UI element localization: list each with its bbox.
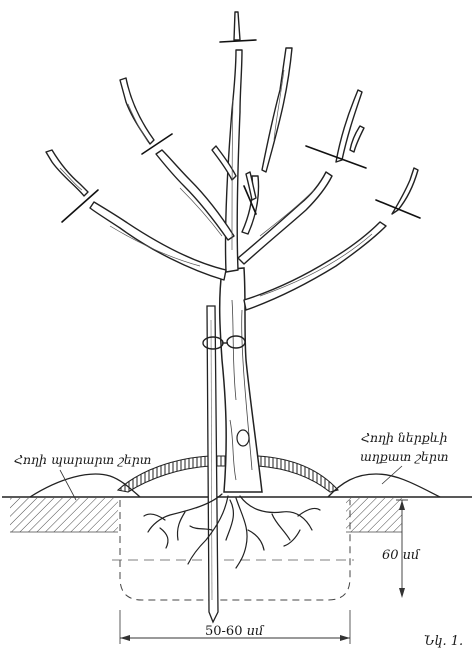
subsoil-layer-label: Հողի ներքևի աղքատ շերտ	[360, 428, 449, 466]
stake-tie	[202, 335, 246, 350]
tree-trunk	[218, 267, 263, 493]
pruning-cut-lines	[61, 39, 421, 223]
subsoil-mound-right	[327, 473, 441, 498]
soil-block-right	[346, 498, 402, 532]
planting-pit-outline	[119, 500, 351, 601]
support-stake	[206, 305, 219, 624]
topsoil-layer-label: Հողի պարարտ շերտ	[14, 452, 152, 467]
pit-width-label: 50-60 սմ	[205, 624, 263, 639]
root-system	[143, 493, 321, 569]
pit-width-unit: սմ	[246, 624, 264, 639]
tree-branches	[45, 11, 419, 311]
mulch-mound	[116, 455, 340, 493]
subsoil-label-line-2: աղքատ շերտ	[360, 449, 449, 464]
pit-depth-label: 60 սմ	[382, 548, 420, 563]
subsoil-label-line-1: Հողի ներքևի	[360, 430, 448, 445]
soil-block-left	[10, 498, 118, 532]
figure-caption: Նկ. 1.	[424, 634, 464, 649]
pit-width-value: 50-60	[205, 624, 243, 639]
